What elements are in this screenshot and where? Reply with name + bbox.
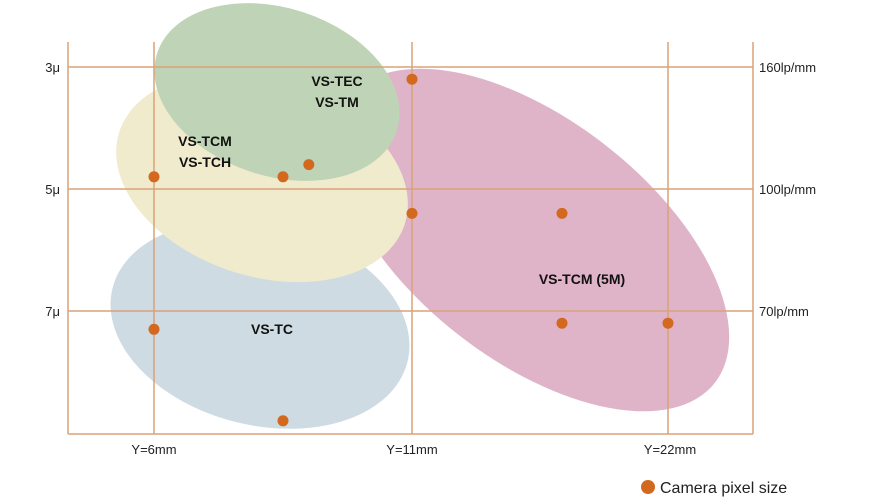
x-tick-11mm: Y=11mm xyxy=(386,442,437,457)
group-label-vs-tm: VS-TM xyxy=(315,94,359,110)
group-label-vs-tch: VS-TCH xyxy=(179,154,231,170)
y-tick-right-100: 100lp/mm xyxy=(759,182,816,197)
data-point-8 xyxy=(556,207,568,219)
data-point-4 xyxy=(303,159,315,171)
y-tick-left-5: 5μ xyxy=(45,182,60,197)
data-point-10 xyxy=(662,317,674,329)
group-area-vs-tec-tm xyxy=(154,3,400,181)
group-area-vs-tcm-5m xyxy=(334,68,730,412)
data-point-7 xyxy=(406,207,418,219)
data-point-9 xyxy=(556,317,568,329)
grid xyxy=(67,42,754,435)
legend-marker xyxy=(641,480,655,494)
data-points xyxy=(148,73,674,427)
x-tick-6mm: Y=6mm xyxy=(131,442,176,457)
y-tick-left-7: 7μ xyxy=(45,304,60,319)
y-tick-right-160: 160lp/mm xyxy=(759,60,816,75)
y-tick-left-3: 3μ xyxy=(45,60,60,75)
data-point-1 xyxy=(148,171,160,183)
group-label-vs-tc: VS-TC xyxy=(251,321,293,337)
group-label-vs-tcm-5m: VS-TCM (5M) xyxy=(539,271,625,287)
group-label-vs-tec: VS-TEC xyxy=(311,73,362,89)
legend-label: Camera pixel size xyxy=(660,480,787,497)
data-point-6 xyxy=(406,73,418,85)
data-point-2 xyxy=(148,323,160,335)
data-point-3 xyxy=(277,171,289,183)
group-label-vs-tcm: VS-TCM xyxy=(178,133,232,149)
x-tick-22mm: Y=22mm xyxy=(644,442,696,457)
y-tick-right-70: 70lp/mm xyxy=(759,304,809,319)
data-point-5 xyxy=(277,415,289,427)
